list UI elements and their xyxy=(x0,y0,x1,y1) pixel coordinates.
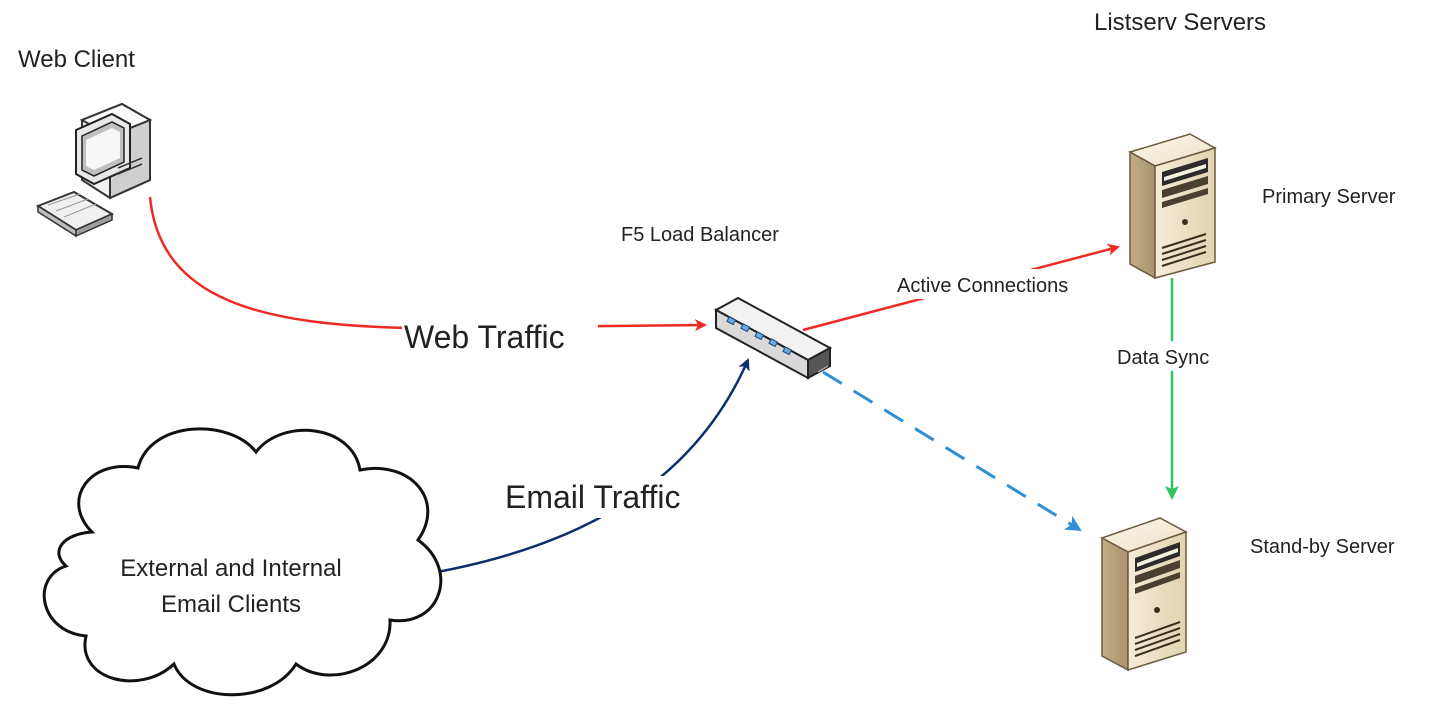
web-traffic-line xyxy=(148,196,707,332)
web-traffic-label: Web Traffic xyxy=(404,319,565,355)
email-traffic-line xyxy=(419,358,750,577)
load-balancer-label: F5 Load Balancer xyxy=(621,224,779,246)
load-balancer-icon xyxy=(713,296,833,380)
cloud-shape xyxy=(42,427,443,697)
cloud-label-line2: Email Clients xyxy=(161,591,301,618)
data-sync-label: Data Sync xyxy=(1117,347,1209,369)
computer-icon xyxy=(35,102,153,238)
active-connections-label: Active Connections xyxy=(897,275,1068,297)
listserv-servers-label: Listserv Servers xyxy=(1094,9,1266,36)
standby-server-label: Stand-by Server xyxy=(1250,536,1395,558)
standby-link-line xyxy=(822,370,1082,532)
email-traffic-label: Email Traffic xyxy=(505,479,680,515)
primary-server-label: Primary Server xyxy=(1262,186,1396,208)
standby-server-icon xyxy=(1100,517,1188,672)
web-client-label: Web Client xyxy=(18,46,135,73)
primary-server-icon xyxy=(1128,133,1217,280)
cloud-label-line1: External and Internal xyxy=(120,555,341,582)
